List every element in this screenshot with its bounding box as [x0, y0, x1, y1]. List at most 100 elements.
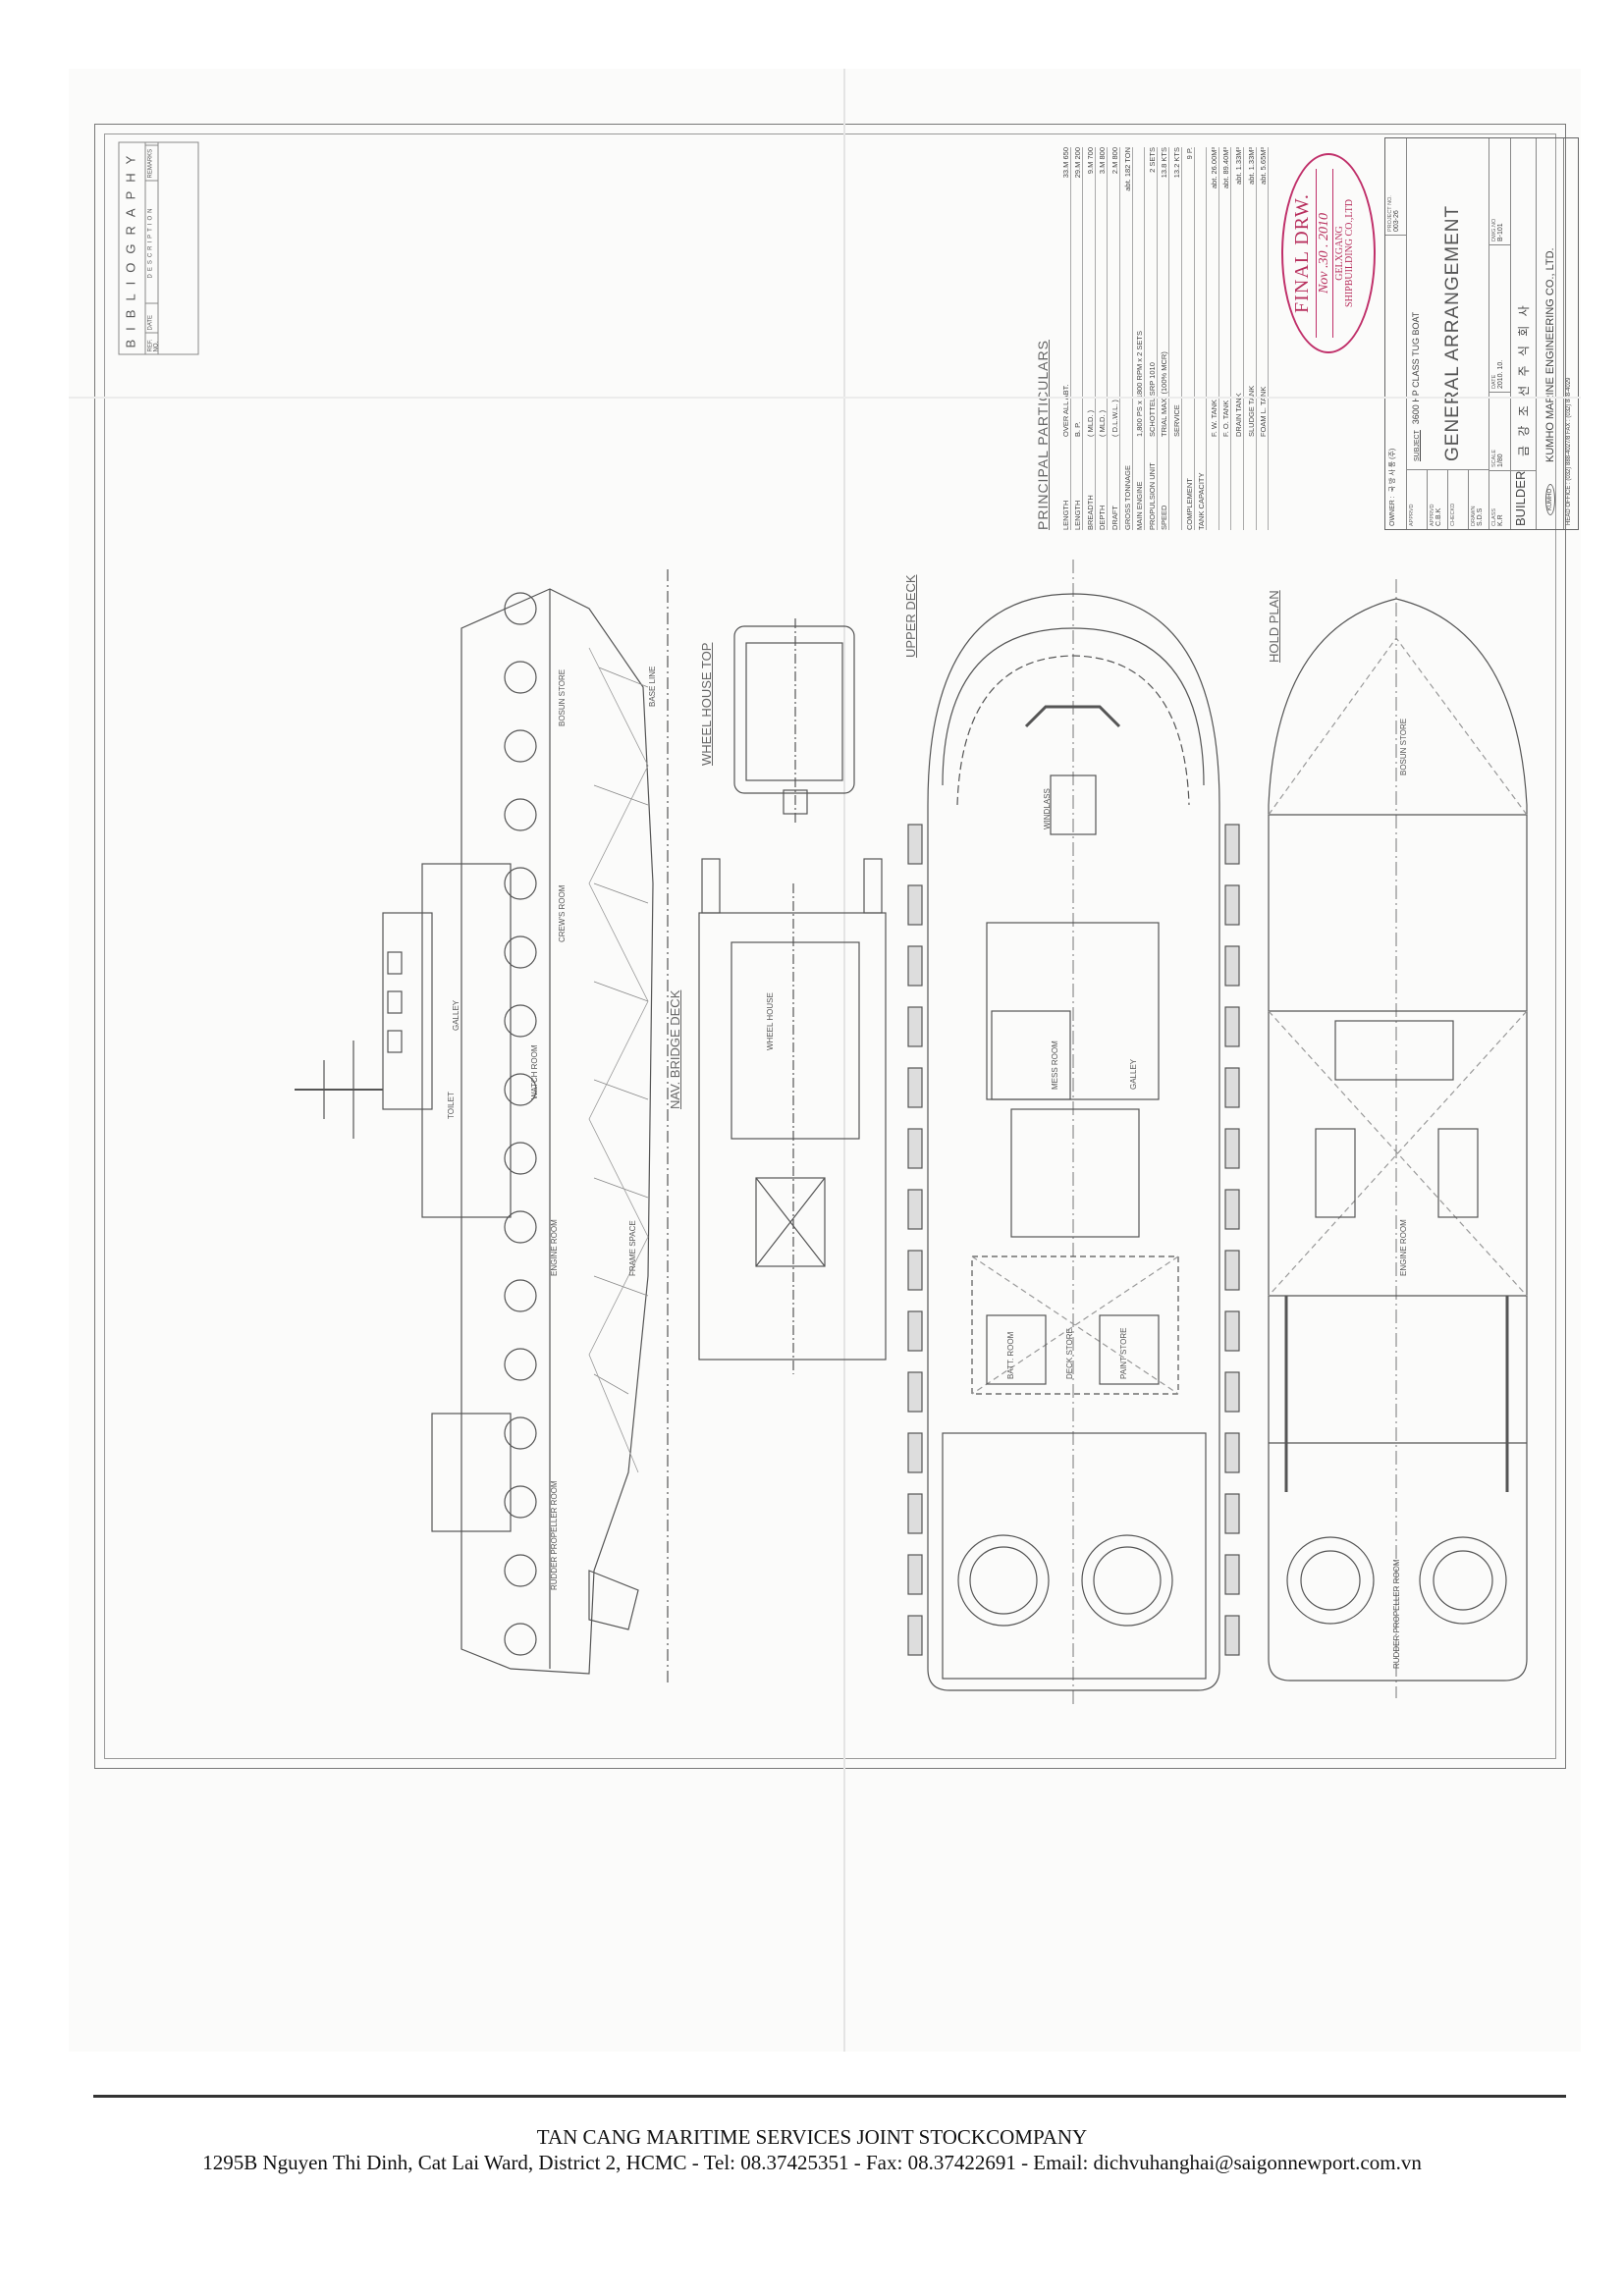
tire-fender — [504, 867, 537, 900]
watch-room — [1334, 1020, 1454, 1081]
propeller-well — [1081, 1534, 1173, 1627]
label-paint-store: PAINT STORE — [1119, 1327, 1128, 1379]
label-hold-engine-room: ENGINE ROOM — [1399, 1219, 1408, 1276]
windlass — [1050, 774, 1097, 835]
tire-fender — [1224, 1128, 1240, 1169]
propeller-well-inner — [969, 1546, 1038, 1615]
aft-structure — [431, 1413, 512, 1532]
tire-fender — [1224, 1250, 1240, 1291]
tire-fender — [907, 1615, 923, 1656]
tire-fender — [1224, 1006, 1240, 1047]
tire-fender — [504, 729, 537, 763]
batt-room — [986, 1314, 1047, 1385]
wheel-house — [382, 912, 433, 1110]
rudder-propeller-inner — [1433, 1550, 1493, 1611]
rudder-propeller — [1419, 1536, 1507, 1625]
tank-diagonals — [1268, 636, 1528, 1297]
hatch-cross — [755, 1177, 826, 1267]
tire-fender — [504, 1623, 537, 1656]
drawing-frame — [94, 124, 1566, 1769]
cabin-block — [1010, 1108, 1140, 1238]
tire-fender — [1224, 1554, 1240, 1595]
ladder — [701, 858, 721, 914]
tire-fender — [907, 1128, 923, 1169]
ladder — [863, 858, 883, 914]
window — [387, 1030, 403, 1053]
rudder-propeller-inner — [1300, 1550, 1361, 1611]
window — [387, 951, 403, 975]
label-base-line: BASE LINE — [648, 666, 657, 707]
tire-fender — [1224, 945, 1240, 987]
tire-fender — [907, 1189, 923, 1230]
tire-fender — [504, 1004, 537, 1038]
tire-fender — [1224, 1493, 1240, 1534]
tire-fender — [504, 1073, 537, 1106]
nav-bridge-outline — [698, 912, 887, 1361]
label-watch-room: WATCH ROOM — [530, 1044, 539, 1099]
tire-fender — [907, 1310, 923, 1352]
tire-fender — [907, 1371, 923, 1413]
tire-fender — [504, 1554, 537, 1587]
propeller — [588, 1570, 639, 1630]
tire-fender — [504, 935, 537, 969]
nav-bridge-deck-view — [698, 858, 887, 1374]
label-deck-store: DECK STORE — [1065, 1328, 1074, 1379]
footer-company: TAN CANG MARITIME SERVICES JOINT STOCKCO… — [536, 2125, 1088, 2149]
tire-fender — [907, 884, 923, 926]
tire-fender — [907, 1067, 923, 1108]
label-wheel-house-top: WHEEL HOUSE TOP — [699, 642, 714, 766]
tire-fender — [1224, 1067, 1240, 1108]
paint-store — [1099, 1314, 1160, 1385]
scanned-sheet — [69, 69, 1581, 2052]
shafting — [1284, 1296, 1509, 1492]
mess-room — [991, 1010, 1071, 1100]
tire-fender — [907, 824, 923, 865]
engine-casing — [971, 1255, 1179, 1395]
tire-fender — [907, 1493, 923, 1534]
tire-fender — [907, 1006, 923, 1047]
tire-fender — [1224, 1310, 1240, 1352]
label-wheel-house: WHEEL HOUSE — [766, 992, 775, 1050]
tire-fender — [1224, 1371, 1240, 1413]
tire-fender — [1224, 1189, 1240, 1230]
label-rudder-room: RUDDER PROPELLER ROOM — [550, 1480, 559, 1590]
label-nav-bridge-deck: NAV. BRIDGE DECK — [668, 989, 682, 1109]
tire-fender — [907, 945, 923, 987]
tire-fender — [1224, 1615, 1240, 1656]
propeller-well — [957, 1534, 1050, 1627]
label-hold-bosun-store: BOSUN STORE — [1399, 718, 1408, 775]
tire-fender — [907, 1554, 923, 1595]
hold-plan-view — [1268, 579, 1528, 1698]
wheel-house-top-outline — [733, 625, 855, 794]
label-windlass: WINDLASS — [1043, 788, 1052, 829]
window — [387, 990, 403, 1014]
hold-plan-hull — [1268, 598, 1528, 1682]
label-hold-rudder-room: RUDDER PROPELLER ROOM — [1392, 1559, 1401, 1669]
wheel-house-plan — [731, 941, 860, 1140]
bulwark-line — [942, 627, 1205, 786]
label-galley: GALLEY — [452, 999, 460, 1031]
label-crews-room: CREW'S ROOM — [558, 884, 567, 942]
tire-fender — [504, 1416, 537, 1450]
propeller-well-inner — [1093, 1546, 1162, 1615]
tire-fender — [504, 1348, 537, 1381]
aft-deck — [942, 1432, 1207, 1680]
upper-deck-hull — [927, 593, 1220, 1691]
label-engine-room: ENGINE ROOM — [550, 1219, 559, 1276]
footer-address: 1295B Nguyen Thi Dinh, Cat Lai Ward, Dis… — [202, 2151, 1422, 2174]
label-frame-space: FRAME SPACE — [628, 1220, 637, 1276]
tire-fender — [504, 798, 537, 831]
tire-fender — [504, 1210, 537, 1244]
tire-fender — [504, 661, 537, 694]
towing-bitt — [1024, 705, 1121, 728]
rudder-propeller — [1286, 1536, 1375, 1625]
superstructure — [421, 863, 512, 1218]
wheel-house-top-inner — [745, 642, 843, 781]
drawing-frame-inner — [104, 133, 1556, 1759]
tire-fender — [504, 1142, 537, 1175]
tire-fender — [907, 1432, 923, 1473]
main-engine — [1315, 1128, 1356, 1218]
hatch — [755, 1177, 826, 1267]
tire-fender — [504, 1279, 537, 1312]
